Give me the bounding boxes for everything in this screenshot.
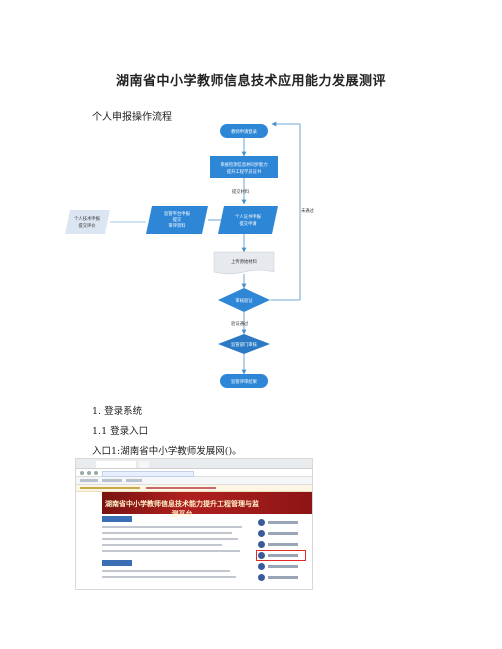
flow-node-left: 个人技术申报 提交评价 (65, 210, 110, 234)
browser-notice-bar (76, 485, 312, 492)
flow-node-middle-line3: 审评资料 (168, 222, 186, 229)
quicklink-icon (258, 552, 265, 559)
flow-node-middle-line2: 提交 (173, 216, 182, 223)
flow-node-right-line1: 个人证书申报 (235, 213, 261, 220)
site-quicklinks (256, 516, 312, 589)
flow-node-left-line1: 个人技术申报 (74, 215, 100, 222)
quicklink-item (256, 562, 312, 571)
embedded-browser-screenshot: 湖南省中小学教师信息技术能力提升工程管理与监测平台 (75, 458, 313, 590)
flow-node-upload: 上传原始材料 (213, 251, 275, 275)
forward-icon (87, 470, 91, 475)
bookmark-item (80, 479, 98, 482)
news-item (102, 544, 222, 546)
quicklink-icon (258, 519, 265, 526)
bookmark-item (102, 479, 122, 482)
browser-address-bar (76, 469, 312, 477)
entry-1-text: 入口1:湖南省中小学教师发展网()。 (92, 446, 242, 457)
news-header (102, 516, 132, 522)
news-item (102, 526, 242, 528)
flow-edge-label-submit: 提交材料 (232, 188, 250, 195)
quicklink-icon (258, 530, 265, 537)
news-item (102, 570, 230, 572)
flowchart: 教师申请登录 系统检测信息并同步能力 提升工程学员证书 提交材料 个人技术申报 … (65, 121, 315, 388)
flow-node-review: 系统检测信息并同步能力 提升工程学员证书 (210, 156, 278, 178)
flow-node-review-line1: 系统检测信息并同步能力 (220, 161, 267, 168)
flow-node-review-line2: 提升工程学员证书 (227, 168, 262, 175)
flow-node-middle: 监管平台申报 提交 审评资料 (146, 206, 208, 234)
site-banner-title: 湖南省中小学教师信息技术能力提升工程管理与监测平台 (105, 499, 259, 518)
browser-tab (96, 461, 136, 468)
flow-node-start-label: 教师申请登录 (231, 128, 257, 135)
news-item (102, 538, 238, 540)
quicklink-item (256, 540, 312, 549)
refresh-icon (94, 470, 98, 475)
quicklink-item (256, 529, 312, 538)
notice-warning (146, 487, 216, 489)
flow-edge-label-fail: 未通过 (301, 207, 315, 214)
browser-tab-new (139, 461, 149, 468)
back-icon (80, 470, 84, 475)
bookmark-item (126, 479, 142, 482)
flow-node-upload-label: 上传原始材料 (231, 258, 257, 265)
notice-text (80, 487, 140, 489)
flow-node-verify-label: 审核验证 (235, 297, 253, 304)
news-item (102, 550, 240, 552)
news-item (102, 576, 236, 578)
flow-node-verify: 审核验证 (218, 288, 270, 312)
flow-edge-fail-return (271, 121, 301, 300)
flow-node-pending: 监管部门审核 (218, 334, 270, 354)
site-news-column (102, 516, 252, 589)
section-1-heading: 1. 登录系统 (92, 406, 143, 417)
page-subtitle: 个人申报操作流程 (92, 112, 172, 123)
flow-node-left-line2: 提交评价 (78, 222, 96, 229)
browser-url-field (102, 470, 194, 477)
quicklink-icon (258, 574, 265, 581)
flow-node-right: 个人证书申报 提交申请 (218, 206, 278, 234)
quicklink-item (256, 518, 312, 527)
quicklink-item (256, 573, 312, 582)
browser-bookmarks-bar (76, 477, 312, 485)
quicklink-icon (258, 541, 265, 548)
flow-node-result: 监管评审结果 (220, 374, 268, 388)
highlighted-quicklink-box (256, 550, 306, 561)
flow-node-start: 教师申请登录 (220, 124, 268, 138)
site-banner: 湖南省中小学教师信息技术能力提升工程管理与监测平台 (102, 492, 312, 518)
flow-edge-label-pass: 验证通过 (231, 320, 249, 327)
quicklink-icon (258, 563, 265, 570)
flow-node-result-label: 监管评审结果 (231, 378, 257, 385)
news-header-2 (102, 560, 132, 566)
quicklink-item (256, 551, 312, 560)
flow-node-middle-line1: 监管平台申报 (164, 210, 190, 217)
page-title: 湖南省中小学教师信息技术应用能力发展测评 (115, 74, 386, 89)
flow-node-pending-label: 监管部门审核 (231, 341, 257, 348)
section-1-1-heading: 1.1 登录入口 (92, 426, 149, 437)
news-item (102, 532, 232, 534)
browser-tabbar (76, 459, 312, 469)
flow-node-right-line2: 提交申请 (239, 220, 257, 227)
